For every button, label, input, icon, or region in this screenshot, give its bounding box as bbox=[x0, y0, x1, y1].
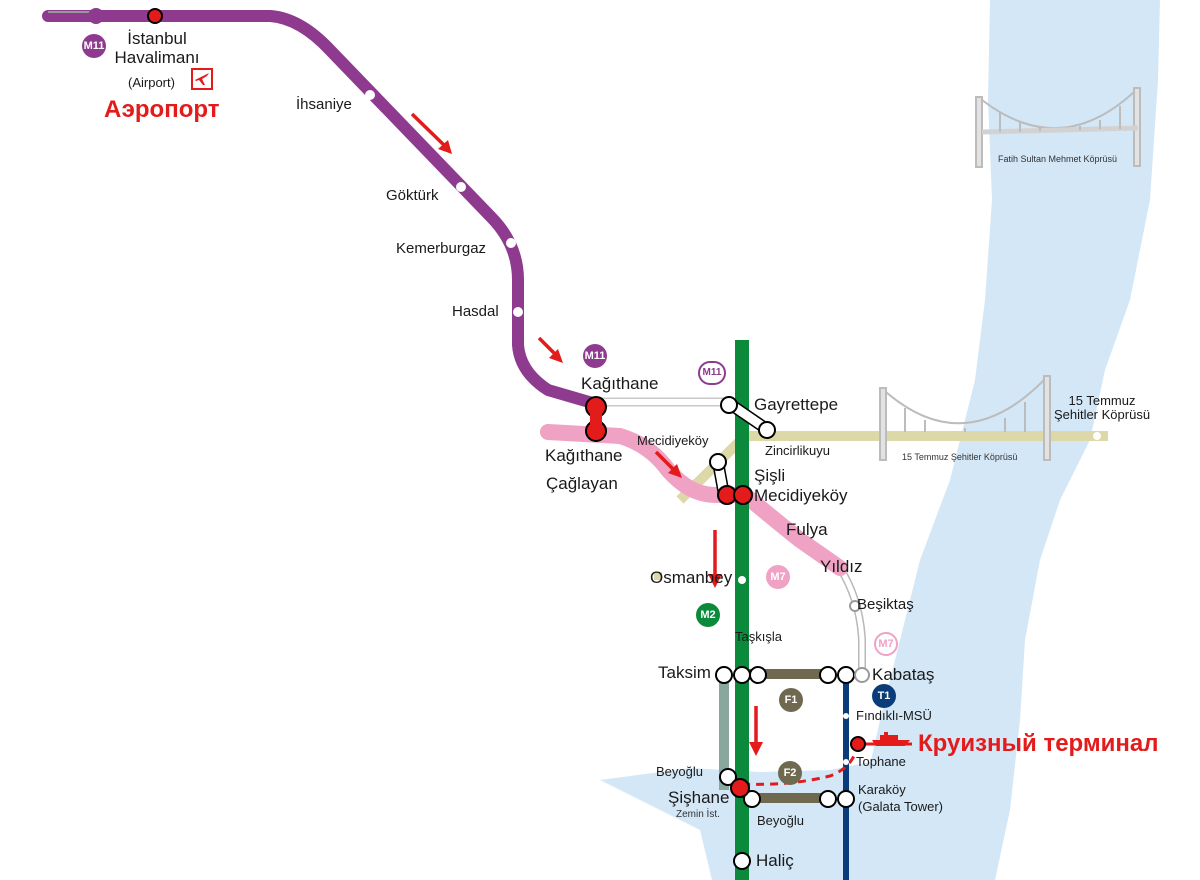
station-kabatas: Kabataş bbox=[872, 665, 935, 684]
f2-badge: F2 bbox=[778, 761, 802, 785]
station-sisli-mecidiyekoy: Mecidiyeköy bbox=[754, 486, 848, 505]
station-airport-sub: (Airport) bbox=[128, 75, 175, 90]
station-zincirlikuyu: Zincirlikuyu bbox=[765, 443, 831, 458]
temmuz-bridge-small-label: 15 Temmuz Şehitler Köprüsü bbox=[902, 452, 1018, 462]
m11-badge-top: M11 bbox=[82, 34, 106, 58]
station-galata-tower: (Galata Tower) bbox=[858, 799, 944, 814]
station-kagithane-m7: Kağıthane bbox=[545, 446, 623, 465]
m11-badge-kagithane: M11 bbox=[583, 344, 607, 368]
m7-badge-kabatas: M7 bbox=[874, 632, 898, 656]
ship-icon bbox=[870, 732, 912, 748]
plane-icon bbox=[191, 68, 213, 90]
m11-badge-gayrettepe: M11 bbox=[698, 361, 726, 385]
cruise-terminal-ru-label: Круизный терминал bbox=[918, 730, 1159, 757]
station-ihsaniye: İhsaniye bbox=[296, 96, 352, 113]
temmuz-bridge-graphic bbox=[879, 375, 1051, 461]
m2-badge: M2 bbox=[696, 603, 720, 627]
station-kemerburgaz: Kemerburgaz bbox=[396, 240, 487, 257]
station-beyoglu-bottom: Beyoğlu bbox=[757, 813, 804, 828]
station-kagithane-m11: Kağıthane bbox=[581, 374, 659, 393]
f1-badge: F1 bbox=[779, 688, 803, 712]
station-tophane: Tophane bbox=[856, 754, 906, 769]
station-gayrettepe: Gayrettepe bbox=[754, 395, 839, 414]
station-beyoglu-top: Beyoğlu bbox=[656, 764, 703, 779]
airport-ru-label: Аэропорт bbox=[104, 96, 220, 123]
station-istanbul-airport: İstanbul Havalimanı bbox=[114, 29, 200, 67]
temmuz-bridge-label: 15 Temmuz Şehitler Köprüsü bbox=[1053, 393, 1151, 423]
station-taskisla: Taşkışla bbox=[735, 629, 782, 644]
fsm-bridge-graphic bbox=[975, 87, 1141, 168]
station-sisli: Şişli bbox=[754, 466, 786, 485]
t1-badge: T1 bbox=[872, 684, 896, 708]
m7-badge-osmanbey: M7 bbox=[766, 565, 790, 589]
station-taksim: Taksim bbox=[658, 663, 711, 682]
station-sishane: Şişhane bbox=[668, 788, 730, 807]
m7-line bbox=[540, 424, 848, 576]
station-zemin-ist: Zemin İst. bbox=[676, 809, 720, 820]
cruise-walk-route bbox=[741, 745, 860, 786]
station-mecidiyekoy-m7: Mecidiyeköy bbox=[637, 433, 709, 448]
station-osmanbey: Osmanbey bbox=[650, 568, 733, 587]
station-caglayan: Çağlayan bbox=[546, 474, 618, 493]
station-yildiz: Yıldız bbox=[820, 557, 863, 576]
fsm-bridge-label: Fatih Sultan Mehmet Köprüsü bbox=[998, 154, 1118, 164]
station-fulya: Fulya bbox=[786, 520, 828, 539]
direction-arrows bbox=[410, 112, 763, 756]
station-halic: Haliç bbox=[756, 851, 794, 870]
station-gokturk: Göktürk bbox=[386, 187, 439, 204]
station-hasdal: Hasdal bbox=[452, 303, 499, 320]
station-findikli: Fındıklı-MSÜ bbox=[856, 708, 932, 723]
golden-horn-water bbox=[600, 745, 905, 880]
station-karakoy: Karaköy bbox=[858, 782, 906, 797]
station-besiktas: Beşiktaş bbox=[857, 596, 914, 613]
